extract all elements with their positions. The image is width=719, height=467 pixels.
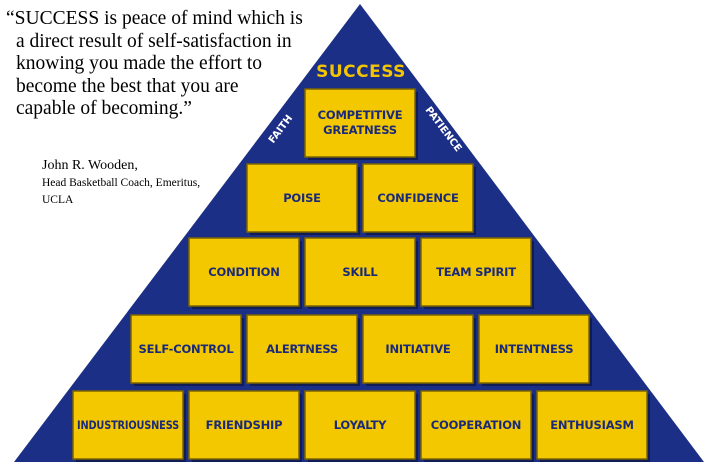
quote-line: “SUCCESS is peace of mind which is (6, 8, 303, 29)
pyramid-block (188, 237, 300, 307)
pyramid-block (304, 88, 416, 158)
block-label: COOPERATION (431, 418, 521, 432)
pyramid-block (188, 390, 300, 460)
author-title: Head Basketball Coach, Emeritus, (42, 177, 201, 189)
block-label: ENTHUSIASM (550, 418, 633, 432)
block-label: LOYALTY (334, 418, 387, 432)
quote-line: a direct result of self-satisfaction in (16, 30, 292, 52)
block-label: ALERTNESS (266, 342, 338, 356)
block-label: FRIENDSHIP (206, 418, 283, 432)
pyramid-block (362, 314, 474, 384)
apex-label: SUCCESS (316, 62, 406, 82)
quote-line: capable of becoming.” (16, 98, 192, 119)
pyramid-block (420, 237, 532, 307)
block-label: INITIATIVE (385, 342, 451, 356)
author-name: John R. Wooden, (42, 158, 138, 173)
pyramid-block (304, 390, 416, 460)
block-label: INTENTNESS (495, 342, 574, 356)
quote-line: become the best that you are (16, 75, 239, 97)
block-label: INDUSTRIOUSNESS (77, 418, 179, 432)
pyramid-block (72, 390, 184, 460)
block-label: GREATNESS (323, 123, 397, 137)
pyramid-block (246, 314, 358, 384)
block-label: CONDITION (208, 265, 279, 279)
block-label: COMPETITIVE (318, 108, 403, 122)
pyramid-block (304, 237, 416, 307)
pyramid-block (536, 390, 648, 460)
pyramid-block (420, 390, 532, 460)
pyramid-block (246, 163, 358, 233)
block-label: SELF-CONTROL (139, 342, 235, 356)
block-label: SKILL (342, 265, 378, 279)
pyramid-block (362, 163, 474, 233)
block-label: POISE (283, 191, 321, 205)
quote-text: “SUCCESS is peace of mind which is a dir… (6, 8, 303, 121)
author-school: UCLA (42, 194, 74, 206)
block-label: TEAM SPIRIT (436, 265, 516, 279)
attribution: John R. Wooden, Head Basketball Coach, E… (42, 157, 200, 209)
pyramid-block (130, 314, 242, 384)
quote-line: knowing you made the effort to (16, 53, 263, 74)
block-label: CONFIDENCE (377, 191, 459, 205)
pyramid-block (478, 314, 590, 384)
